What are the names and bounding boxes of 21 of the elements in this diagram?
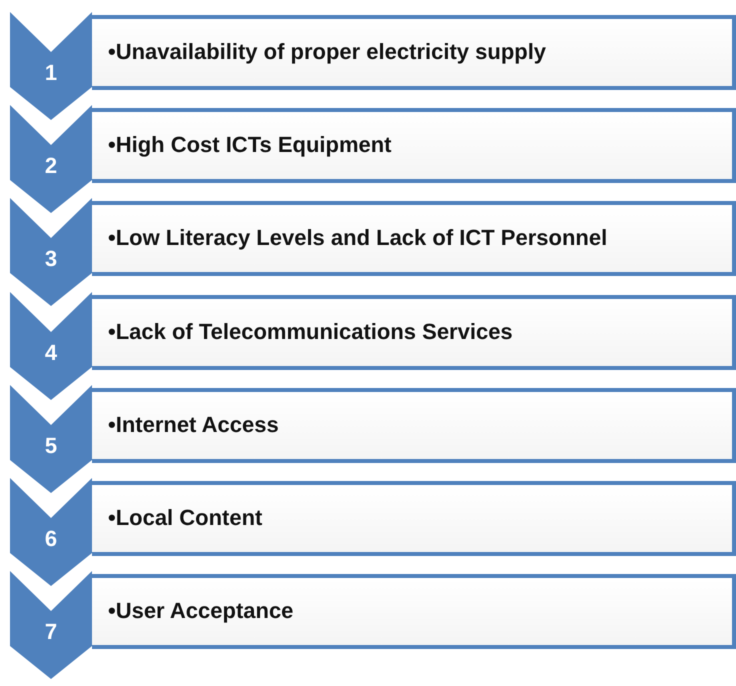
step-number: 7 bbox=[44, 619, 58, 646]
text-panel bbox=[92, 15, 736, 90]
text-panel bbox=[92, 108, 736, 184]
step-number: 1 bbox=[44, 60, 58, 86]
list-item-text: •Unavailability of proper electricity supply bbox=[108, 39, 546, 65]
step-number: 2 bbox=[44, 153, 58, 180]
step-number: 4 bbox=[44, 340, 58, 366]
list-item-text: •Local Content bbox=[108, 505, 262, 531]
step-number: 6 bbox=[44, 526, 58, 552]
step-number: 3 bbox=[44, 246, 58, 272]
text-panel bbox=[92, 481, 736, 556]
list-item-text: •Low Literacy Levels and Lack of ICT Personnel bbox=[108, 225, 608, 252]
list-item-text: •Internet Access bbox=[108, 412, 279, 438]
list-item-text: •User Acceptance bbox=[108, 598, 294, 624]
text-panel bbox=[92, 201, 736, 276]
list-item-text: •Lack of Telecommunications Services bbox=[108, 318, 513, 345]
text-panel bbox=[92, 388, 736, 463]
list-item-text: •High Cost ICTs Equipment bbox=[108, 132, 392, 158]
step-number: 5 bbox=[44, 432, 58, 459]
text-panel bbox=[92, 574, 736, 650]
text-panel bbox=[92, 294, 736, 370]
